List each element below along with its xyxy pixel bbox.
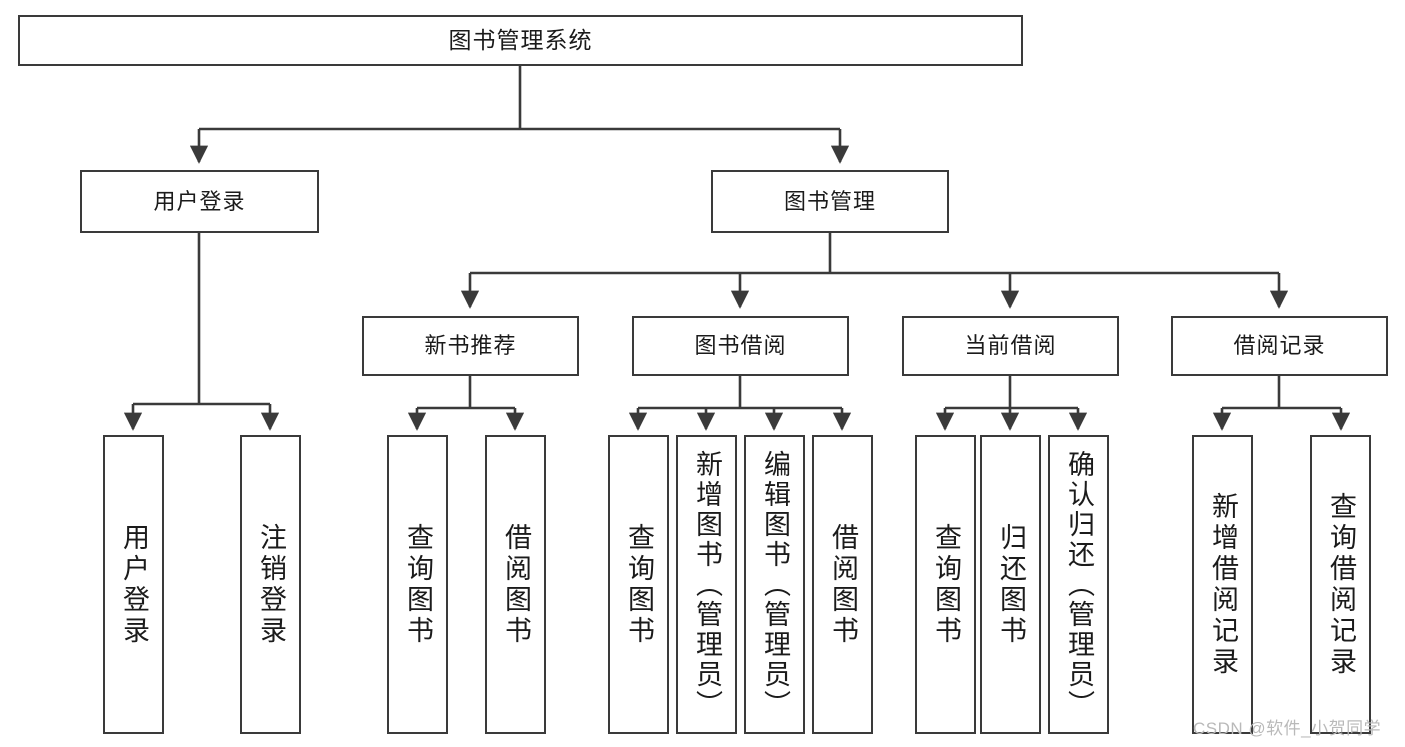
node-label: 新增图书（管理员） bbox=[692, 449, 722, 720]
node-label: 查询图书 bbox=[931, 522, 961, 647]
node-label: 图书管理系统 bbox=[448, 26, 593, 53]
node-leaf-user-logout[interactable]: 注销登录 bbox=[240, 435, 301, 734]
node-label: 查询图书 bbox=[624, 522, 654, 647]
node-label: 注销登录 bbox=[256, 522, 286, 647]
node-book-borrowing[interactable]: 图书借阅 bbox=[632, 316, 849, 376]
node-label: 用户登录 bbox=[119, 522, 149, 647]
node-label: 用户登录 bbox=[153, 188, 246, 214]
node-leaf-borrow-book-recommendation[interactable]: 借阅图书 bbox=[485, 435, 546, 734]
node-user-login[interactable]: 用户登录 bbox=[80, 170, 319, 233]
node-new-book-recommendation[interactable]: 新书推荐 bbox=[362, 316, 579, 376]
node-label: 查询图书 bbox=[403, 522, 433, 647]
node-leaf-confirm-return-admin[interactable]: 确认归还（管理员） bbox=[1048, 435, 1109, 734]
node-root-book-management-system[interactable]: 图书管理系统 bbox=[18, 15, 1023, 66]
node-leaf-borrow-book[interactable]: 借阅图书 bbox=[812, 435, 873, 734]
node-leaf-query-book-current[interactable]: 查询图书 bbox=[915, 435, 976, 734]
node-label: 确认归还（管理员） bbox=[1064, 449, 1094, 720]
node-label: 图书管理 bbox=[783, 188, 876, 214]
node-leaf-edit-book-admin[interactable]: 编辑图书（管理员） bbox=[744, 435, 805, 734]
node-label: 借阅记录 bbox=[1233, 333, 1326, 359]
node-label: 新书推荐 bbox=[424, 333, 517, 359]
node-borrowing-record[interactable]: 借阅记录 bbox=[1171, 316, 1388, 376]
csdn-watermark: CSDN @软件_小贺同学 bbox=[1193, 719, 1382, 738]
node-current-borrowing[interactable]: 当前借阅 bbox=[902, 316, 1119, 376]
node-label: 查询借阅记录 bbox=[1326, 491, 1356, 678]
node-label: 编辑图书（管理员） bbox=[760, 449, 790, 720]
node-book-management[interactable]: 图书管理 bbox=[711, 170, 949, 233]
node-leaf-add-book-admin[interactable]: 新增图书（管理员） bbox=[676, 435, 737, 734]
node-leaf-user-login[interactable]: 用户登录 bbox=[103, 435, 164, 734]
node-label: 借阅图书 bbox=[828, 522, 858, 647]
node-leaf-return-book[interactable]: 归还图书 bbox=[980, 435, 1041, 734]
node-leaf-query-book-borrowing[interactable]: 查询图书 bbox=[608, 435, 669, 734]
node-leaf-add-borrowing-record[interactable]: 新增借阅记录 bbox=[1192, 435, 1253, 734]
node-label: 新增借阅记录 bbox=[1208, 491, 1238, 678]
node-leaf-query-book-recommendation[interactable]: 查询图书 bbox=[387, 435, 448, 734]
node-label: 归还图书 bbox=[996, 522, 1026, 647]
node-label: 当前借阅 bbox=[964, 333, 1057, 359]
node-label: 借阅图书 bbox=[501, 522, 531, 647]
node-leaf-query-borrowing-record[interactable]: 查询借阅记录 bbox=[1310, 435, 1371, 734]
node-label: 图书借阅 bbox=[694, 333, 787, 359]
